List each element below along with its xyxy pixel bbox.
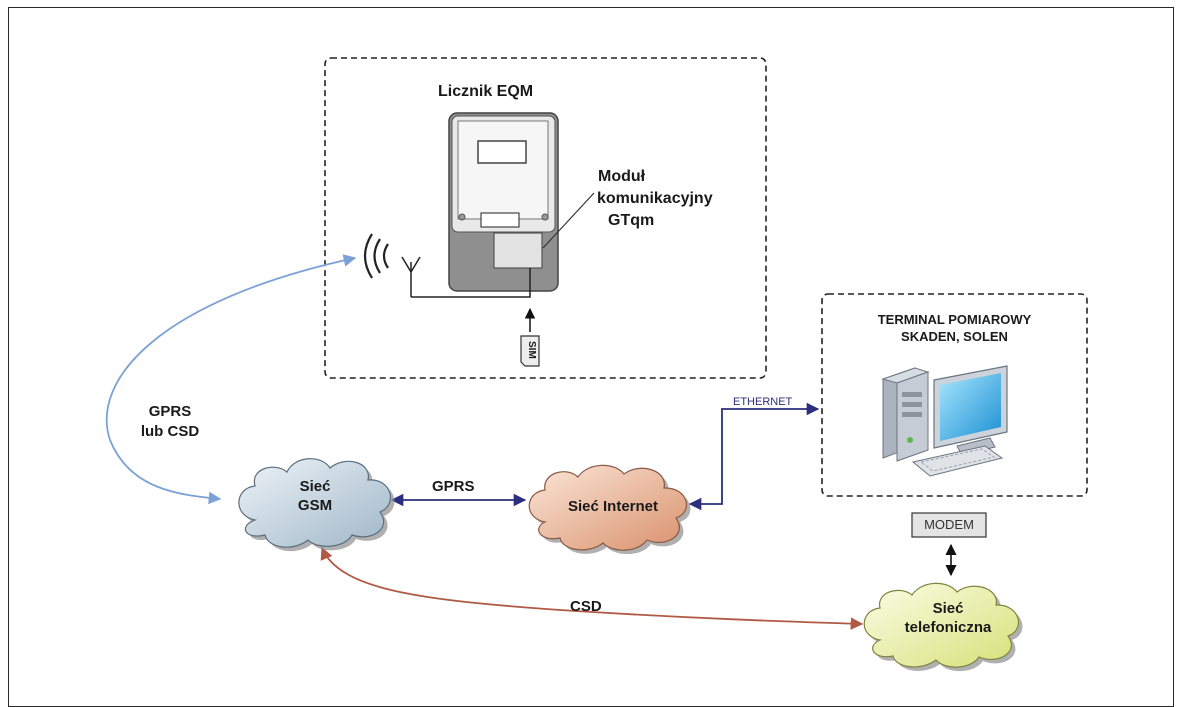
computer-icon xyxy=(881,365,1008,477)
gprs-label: GPRS xyxy=(432,478,475,495)
sim-card-icon xyxy=(520,335,540,367)
gsm-cloud-label-line2: GSM xyxy=(297,497,333,514)
antenna-icon xyxy=(401,256,531,298)
module-label-line2: komunikacyjny xyxy=(597,190,713,207)
sim-label: SIM xyxy=(526,341,537,359)
modem-label: MODEM xyxy=(924,517,974,532)
gsm-link-curve xyxy=(105,254,357,505)
terminal-title-line2: SKADEN, SOLEN xyxy=(901,329,1008,344)
meter-group-box xyxy=(324,57,767,379)
gprs-csd-label-line2: lub CSD xyxy=(140,423,200,440)
phone-cloud-label-line1: Sieć xyxy=(932,600,964,617)
meter-title: Licznik EQM xyxy=(438,83,534,100)
internet-cloud-label: Sieć Internet xyxy=(567,498,659,515)
phone-cloud-label-line2: telefoniczna xyxy=(904,619,992,636)
terminal-title-line1: TERMINAL POMIAROWY xyxy=(877,312,1032,327)
gsm-cloud-label-line1: Sieć xyxy=(299,478,331,495)
ethernet-label: ETHERNET xyxy=(733,396,793,408)
modem-box xyxy=(911,512,987,538)
module-label-line3: GTqm xyxy=(608,212,655,229)
ethernet-link-line xyxy=(688,402,820,511)
module-label-line1: Moduł xyxy=(598,168,646,185)
csd-label: CSD xyxy=(570,598,602,615)
meter-icon xyxy=(448,112,559,292)
phone-network-cloud xyxy=(863,582,1023,672)
signal-waves-icon xyxy=(363,233,389,279)
csd-link-curve xyxy=(320,546,864,630)
module-leader-line xyxy=(542,192,595,249)
gprs-csd-label-line1: GPRS xyxy=(148,403,192,420)
gsm-cloud xyxy=(238,458,395,552)
internet-cloud xyxy=(528,464,691,555)
